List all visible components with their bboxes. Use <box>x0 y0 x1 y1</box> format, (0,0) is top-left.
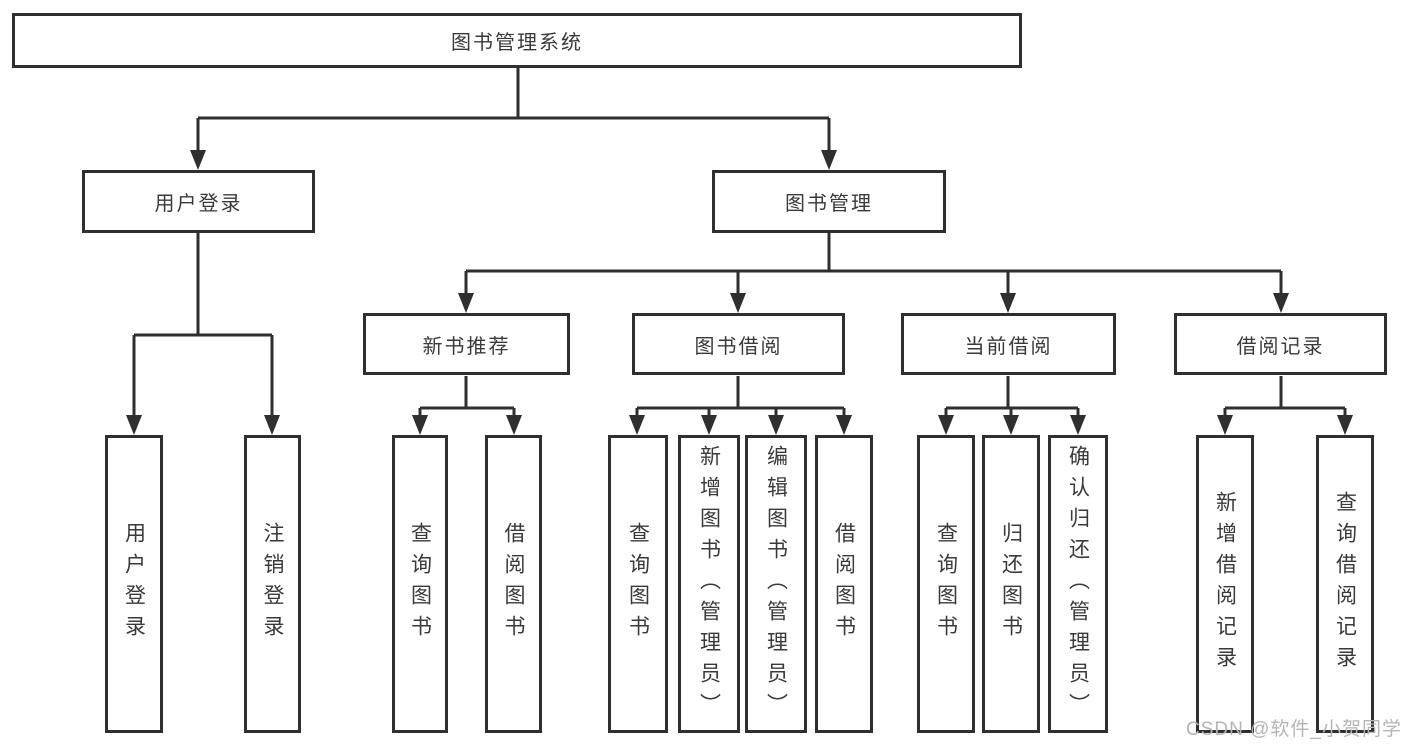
node-leaf-bb-edit-book: 编辑图书（管理员） <box>745 435 807 733</box>
node-leaf-cb-return-book-label: 归还图书 <box>999 522 1023 646</box>
node-book-borrow-label: 图书借阅 <box>694 335 783 358</box>
node-new-book-recommend: 新书推荐 <box>363 313 570 375</box>
node-user-login-label: 用户登录 <box>154 193 243 215</box>
arrow-down-icons <box>126 150 1353 435</box>
node-borrow-record: 借阅记录 <box>1174 313 1387 375</box>
node-leaf-nb-borrow-book: 借阅图书 <box>485 435 542 733</box>
node-leaf-user-login: 用户登录 <box>105 435 163 733</box>
node-root-label: 图书管理系统 <box>451 32 583 54</box>
node-book-management-label: 图书管理 <box>785 193 873 215</box>
node-leaf-nb-query-book: 查询图书 <box>392 435 448 733</box>
node-leaf-cb-return-book: 归还图书 <box>982 435 1040 733</box>
node-leaf-bb-borrow-book: 借阅图书 <box>815 435 873 733</box>
node-leaf-bb-edit-book-label: 编辑图书（管理员） <box>764 444 788 724</box>
node-new-book-recommend-label: 新书推荐 <box>422 335 511 358</box>
node-leaf-cb-query-book: 查询图书 <box>917 435 975 733</box>
node-leaf-nb-query-book-label: 查询图书 <box>408 522 432 646</box>
node-borrow-record-label: 借阅记录 <box>1236 335 1325 358</box>
node-user-login: 用户登录 <box>82 170 315 233</box>
node-leaf-bb-query-book: 查询图书 <box>608 435 668 733</box>
node-root: 图书管理系统 <box>12 13 1022 68</box>
node-leaf-bb-add-book: 新增图书（管理员） <box>678 435 740 733</box>
node-leaf-cb-confirm-return-label: 确认归还（管理员） <box>1066 444 1090 724</box>
node-book-borrow: 图书借阅 <box>632 313 845 375</box>
node-leaf-bb-borrow-book-label: 借阅图书 <box>832 522 856 646</box>
node-leaf-logout-label: 注销登录 <box>261 522 284 646</box>
node-leaf-br-query-record: 查询借阅记录 <box>1316 435 1374 733</box>
node-leaf-bb-query-book-label: 查询图书 <box>626 522 650 646</box>
node-current-borrow: 当前借阅 <box>901 313 1116 375</box>
node-leaf-nb-borrow-book-label: 借阅图书 <box>502 522 525 646</box>
node-leaf-br-query-record-label: 查询借阅记录 <box>1333 491 1357 677</box>
connector-edges <box>132 68 1347 418</box>
node-leaf-cb-confirm-return: 确认归还（管理员） <box>1048 435 1108 733</box>
node-leaf-logout: 注销登录 <box>244 435 301 733</box>
node-leaf-br-add-record-label: 新增借阅记录 <box>1213 491 1237 677</box>
csdn-watermark: CSDN @软件_小贺同学 <box>1186 719 1402 740</box>
node-current-borrow-label: 当前借阅 <box>964 335 1053 358</box>
node-leaf-bb-add-book-label: 新增图书（管理员） <box>697 444 721 724</box>
node-leaf-br-add-record: 新增借阅记录 <box>1196 435 1254 733</box>
node-book-management: 图书管理 <box>712 170 946 233</box>
node-leaf-user-login-label: 用户登录 <box>122 522 146 646</box>
node-leaf-cb-query-book-label: 查询图书 <box>934 522 958 646</box>
